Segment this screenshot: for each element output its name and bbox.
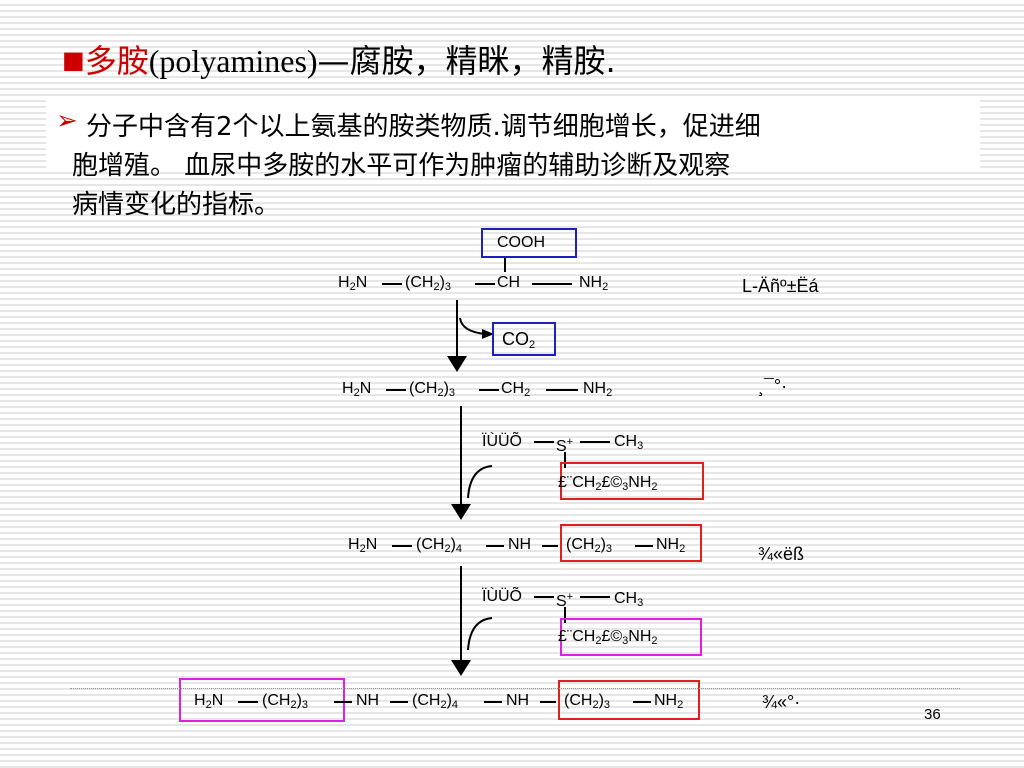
bond — [580, 441, 610, 443]
spermine-nh-right: NH — [506, 692, 530, 709]
bond — [238, 701, 258, 703]
bond — [382, 283, 402, 285]
spermine-nh2: NH2 — [654, 692, 684, 711]
spermine-h2n: H2N — [194, 692, 224, 711]
aminopropyl-highlight-box — [560, 618, 702, 656]
spermidine-nh: NH — [508, 536, 532, 553]
putrescine-nh2: NH2 — [583, 380, 613, 399]
putrescine-label: ¸¯°· — [758, 376, 788, 396]
spermine-left-aminopropyl-box — [179, 678, 345, 722]
spermine-ch2-3-right: (CH2)3 — [564, 692, 611, 711]
spermine-nh-left: NH — [356, 692, 380, 709]
spermidine-nh2: NH2 — [656, 536, 686, 555]
sulfonium: S+ — [556, 591, 574, 610]
ornithine-ch: CH — [497, 274, 521, 291]
down-arrow-icon — [451, 504, 471, 520]
bond — [484, 701, 502, 703]
spermidine-ch2-3: (CH2)3 — [566, 536, 613, 555]
reaction-arrow-shaft — [460, 406, 462, 510]
ornithine-ch2-3: (CH2)3 — [405, 274, 452, 293]
cooh-group: COOH — [497, 234, 545, 251]
bond — [580, 596, 610, 598]
ornithine-h2n: H2N — [338, 274, 368, 293]
title-rest: —腐胺，精眯，精胺. — [317, 42, 616, 80]
spermine-ch2-4: (CH2)4 — [412, 692, 459, 711]
body-line-1: 分子中含有2个以上氨基的胺类物质.调节细胞增长，促进细 — [86, 112, 761, 142]
bond — [475, 283, 495, 285]
body-line-3: 病情变化的指标。 — [72, 190, 281, 220]
bond — [546, 389, 578, 391]
spermidine-label: ¾«ëß — [758, 544, 805, 564]
bond — [334, 701, 352, 703]
bond — [390, 701, 408, 703]
down-arrow-icon — [451, 660, 471, 676]
bond — [564, 607, 566, 623]
description-box — [46, 100, 980, 170]
slide-title: ■多胺(polyamines)—腐胺，精眯，精胺. — [62, 36, 616, 82]
bond — [564, 452, 566, 468]
bond — [486, 545, 504, 547]
co2-product: CO2 — [502, 329, 536, 351]
bond — [542, 545, 558, 547]
bond — [534, 441, 554, 443]
ornithine-label: L-Äñº±Ëá — [742, 276, 819, 296]
reaction-arrow-shaft — [460, 566, 462, 668]
sulfonium: S+ — [556, 436, 574, 455]
title-latin: (polyamines) — [148, 43, 318, 79]
bond — [534, 596, 554, 598]
aminopropyl-highlight-box — [560, 462, 704, 500]
bond — [633, 701, 651, 703]
arrow-bullet-icon: ➢ — [56, 106, 78, 136]
bond — [540, 701, 556, 703]
page-number: 36 — [924, 706, 941, 723]
body-line-2: 胞增殖。 血尿中多胺的水平可作为肿瘤的辅助诊断及观察 — [72, 151, 731, 181]
carboxyl-highlight-box — [481, 228, 577, 258]
curved-arrow-icon — [467, 465, 493, 499]
sam-residue: ÏÙÜÕ — [482, 433, 522, 450]
spermine-label: ¾«°· — [762, 692, 801, 712]
methyl: CH3 — [614, 433, 644, 452]
bond — [479, 389, 499, 391]
spermine-right-aminopropyl-box — [558, 680, 700, 720]
putrescine-ch2: CH2 — [501, 380, 531, 399]
cooh-bond — [504, 258, 506, 272]
aminopropyl-group: £¨CH2£©3NH2 — [558, 474, 658, 493]
bond — [386, 389, 406, 391]
down-arrow-icon — [447, 356, 467, 372]
curved-arrow-icon — [467, 617, 493, 651]
bond — [532, 283, 572, 285]
spermidine-h2n: H2N — [348, 536, 378, 555]
bond — [392, 545, 412, 547]
spermidine-ch2-4: (CH2)4 — [416, 536, 463, 555]
footer-divider — [70, 688, 960, 689]
bond — [635, 545, 653, 547]
putrescine-ch2-3: (CH2)3 — [409, 380, 456, 399]
curved-arrow-icon — [459, 317, 494, 339]
methyl: CH3 — [614, 590, 644, 609]
ornithine-nh2: NH2 — [579, 274, 609, 293]
spermidine-aminopropyl-box — [560, 524, 702, 562]
putrescine-h2n: H2N — [342, 380, 372, 399]
spermine-ch2-3-left: (CH2)3 — [262, 692, 309, 711]
reaction-arrow-shaft — [456, 300, 458, 362]
title-bullet-icon: ■ — [62, 46, 85, 74]
co2-highlight-box — [492, 322, 556, 356]
title-polyamine-term: 多胺 — [84, 42, 149, 80]
aminopropyl-group: £¨CH2£©3NH2 — [558, 628, 658, 647]
sam-residue: ÏÙÜÕ — [482, 588, 522, 605]
